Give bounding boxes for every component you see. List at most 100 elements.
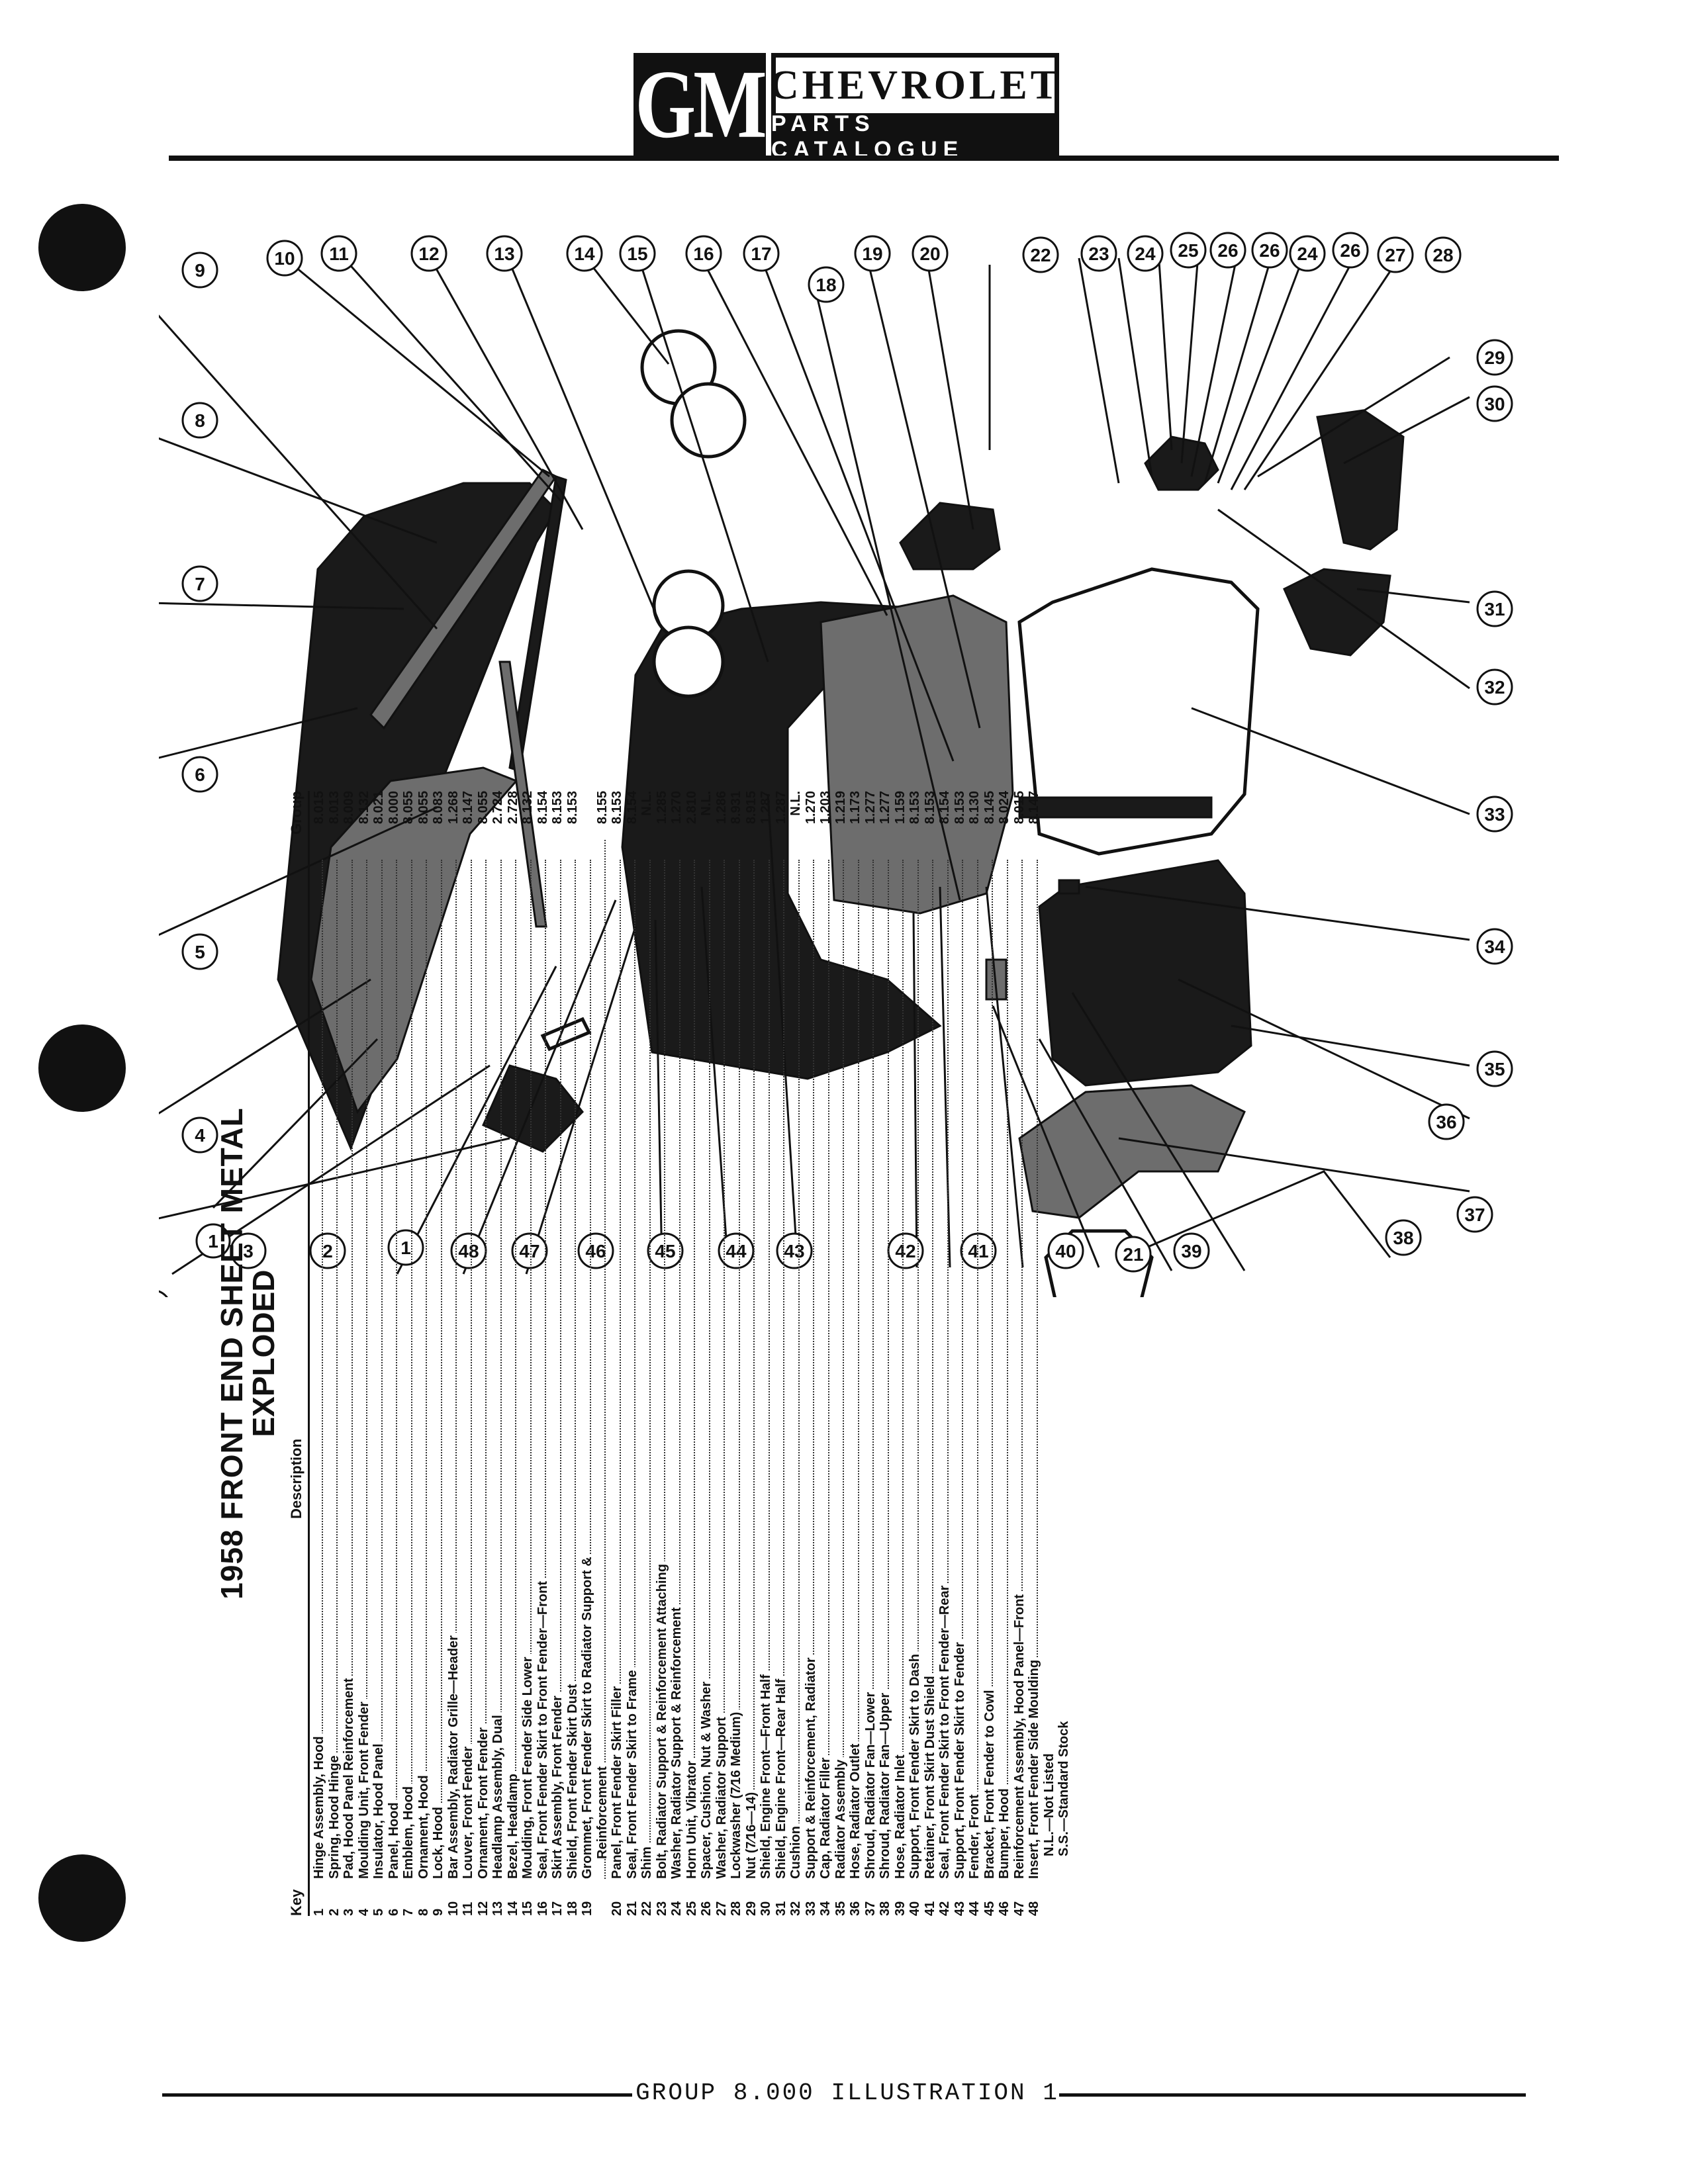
leader-line [637,257,769,662]
row-description-text: Support, Front Fender Skirt to Dash [908,1651,922,1879]
row-description-text: Seal, Front Fender Skirt to Frame [624,1667,639,1879]
row-description: Skirt Assembly, Front Fender [550,860,565,1879]
row-description: Bolt, Radiator Support & Reinforcement A… [654,860,670,1879]
row-key: 48 [1027,1901,1041,1916]
row-description-text: Insert, Front Fender Side Moulding [1027,1657,1041,1879]
row-group: 8.147 [461,791,475,825]
leader-line [1257,356,1450,478]
row-key: 15 [520,1901,535,1916]
leader-line [1078,257,1120,484]
row-group: 8.013 [326,791,342,825]
row-group: 8.083 [431,791,445,825]
row-description-text: Reinforcement [594,1763,610,1859]
row-description-text: Support, Front Fender Skirt to Fender [952,1639,967,1879]
row-key: 36 [848,1901,863,1916]
row-group: 1.287 [773,791,788,825]
leader-line [585,257,670,365]
row-description: Grommet, Front Fender Skirt to Radiator … [580,860,595,1879]
row-description: Insert, Front Fender Side Moulding [1027,860,1042,1879]
row-description-text: Emblem, Hood [401,1783,416,1879]
row-description: Shroud, Radiator Fan—Upper [878,860,893,1879]
row-description: Ornament, Hood [416,860,432,1879]
column-key: Key [288,1889,305,1916]
row-description-text: Panel, Hood [386,1799,401,1879]
leader-line [1231,1024,1470,1067]
row-description: Louver, Front Fender [461,860,476,1879]
row-key: 4 [356,1908,371,1916]
leader-line [159,806,438,936]
row-group: 8.000 [386,791,401,825]
leader-line [1217,254,1305,484]
row-group: N.L. [699,791,714,816]
row-group: 2.810 [684,791,699,825]
parts-table: 1958 FRONT END SHEET METAL EXPLODED Key … [214,791,1071,1916]
leader-line [700,257,888,616]
row-description-text: Louver, Front Fender [461,1743,475,1879]
table-note: S.S.—Standard Stock [1056,1721,1071,1857]
row-description: Horn Unit, Vibrator [684,860,700,1879]
row-description-text: Ornament, Front Fender [475,1725,491,1879]
row-description-text: Ornament, Hood [416,1772,431,1879]
row-description-text: Hose, Radiator Outlet [848,1741,863,1879]
row-description-text: Washer, Radiator Support & Reinforcement [669,1604,684,1879]
callout-1: 1 [195,1223,231,1259]
gm-logo: GM [633,53,767,156]
row-key: 21 [624,1901,639,1916]
row-description-text: Headlamp Assembly, Dual [491,1712,505,1879]
row-key: 45 [982,1901,997,1916]
row-group: 1.268 [445,791,461,825]
header-rule [169,156,1559,161]
row-description-text: Retainer, Front Skirt Dust Shield [922,1673,937,1879]
radiator-support-bar [1018,796,1213,819]
row-description: Bracket, Front Fender to Cowl [982,860,998,1879]
row-key: 10 [445,1901,461,1916]
row-group: 8.024 [997,791,1011,825]
row-description: Cushion [788,860,804,1879]
row-key: 20 [610,1901,624,1916]
row-group: 1.219 [833,791,848,825]
row-key: 41 [922,1901,937,1916]
punch-hole [38,1854,126,1942]
row-description: Panel, Front Fender Skirt Filler [610,860,625,1879]
row-key: 40 [908,1901,922,1916]
leader-line [159,707,358,759]
row-key: 34 [818,1901,833,1916]
leader-line [1191,707,1470,815]
leader-line [159,314,438,629]
row-description: Pad, Hood Panel Reinforcement [342,860,357,1879]
row-description-text: Shroud, Radiator Fan—Upper [878,1690,892,1879]
row-description-text: Panel, Front Fender Skirt Filler [610,1683,624,1879]
row-group: 8.931 [729,791,743,825]
row-description-text: Shroud, Radiator Fan—Lower [863,1689,878,1879]
row-key: 1 [312,1908,326,1916]
row-key: 38 [878,1901,892,1916]
row-description: Reinforcement [594,840,610,1879]
row-group: 1.270 [803,791,818,825]
row-description: Reinforcement Assembly, Hood Panel—Front [1011,860,1027,1879]
row-description: Hose, Radiator Outlet [848,860,863,1879]
row-description: Emblem, Hood [401,860,416,1879]
row-key: 42 [937,1901,952,1916]
footer-rule-right [1059,2093,1526,2097]
row-description-text: Lock, Hood [431,1804,445,1879]
row-description-text: Fender, Front [967,1792,982,1879]
